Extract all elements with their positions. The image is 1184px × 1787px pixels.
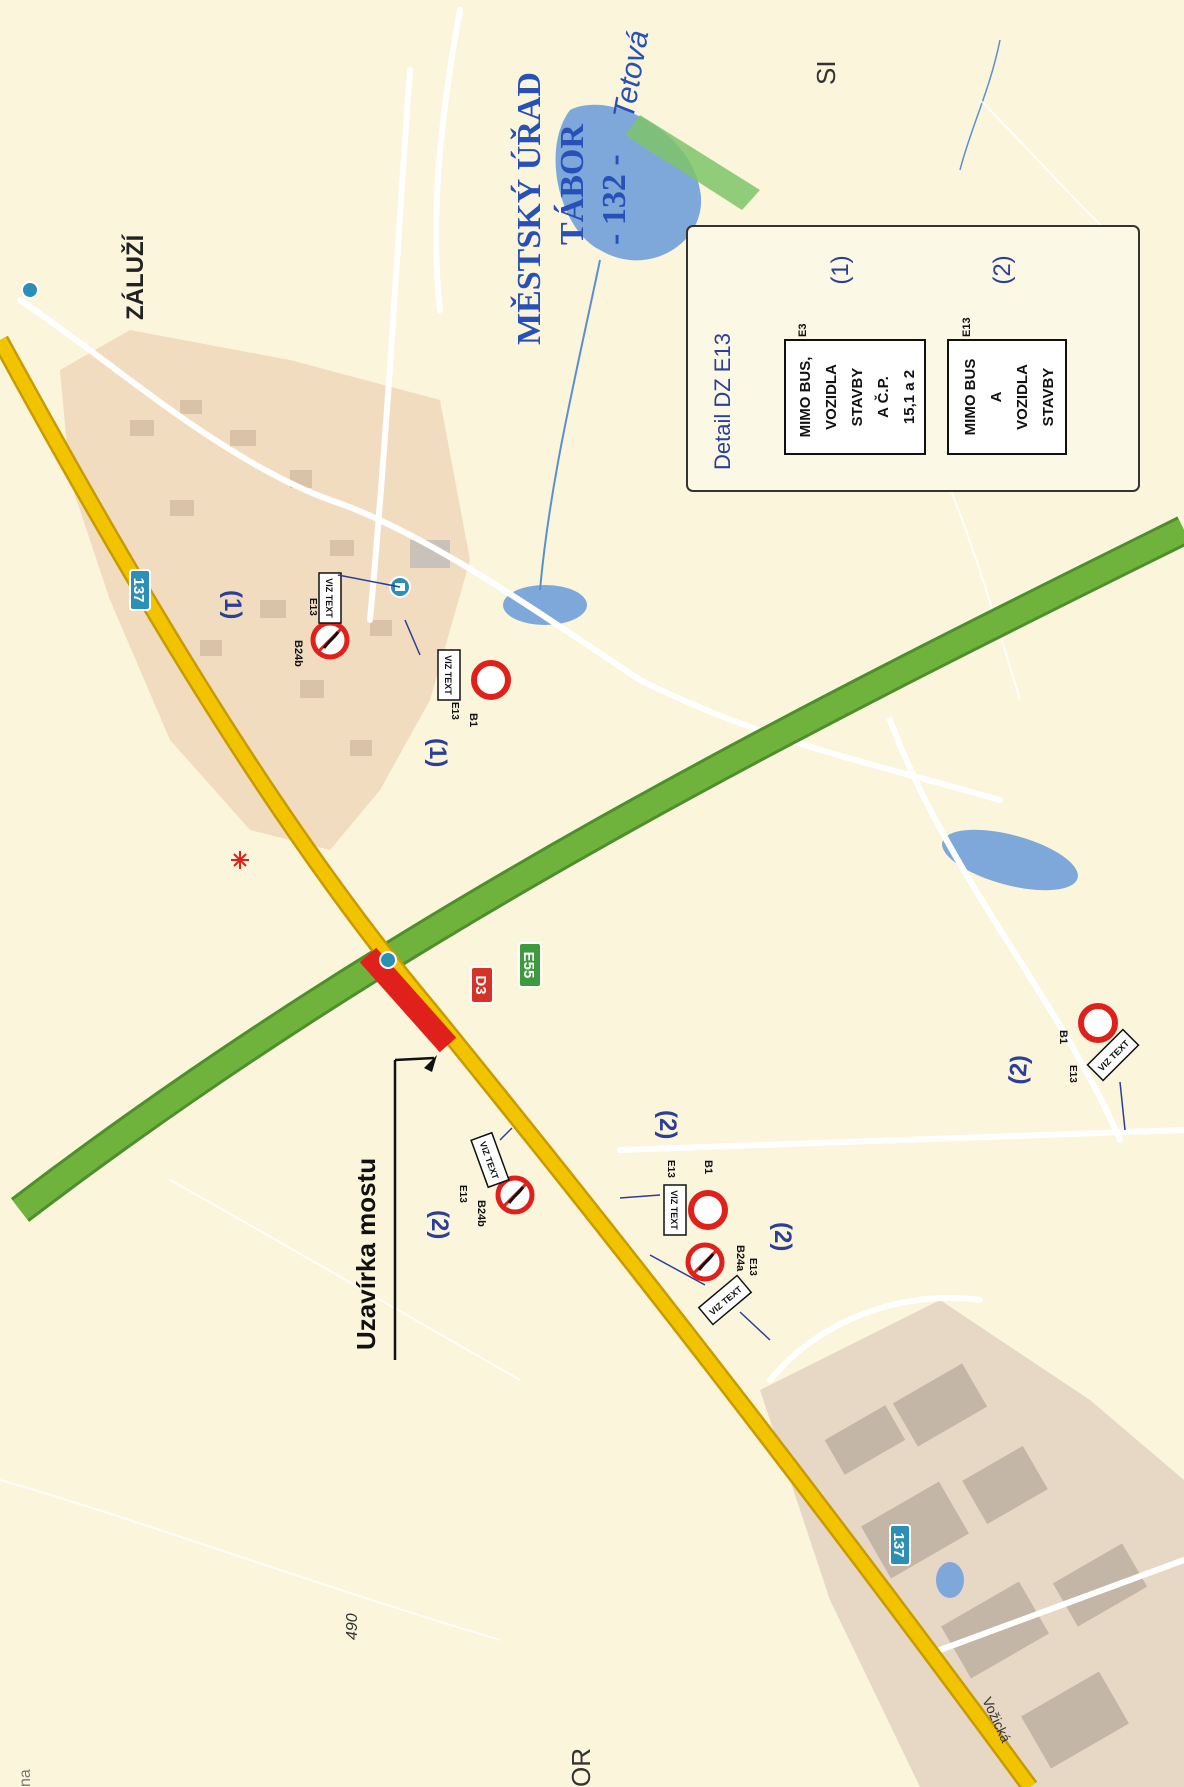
bridge-closure-marker	[359, 947, 457, 1053]
shield-e55: E55	[518, 942, 542, 988]
closure-arrow-tip	[394, 1056, 435, 1062]
shield-d3: D3	[470, 966, 494, 1004]
detail-box-2-line-3: VOZIDLA	[1014, 364, 1031, 430]
leader-line-south-c	[739, 1311, 771, 1341]
sign-code-e13-south-a: E13	[457, 1185, 468, 1203]
detail-box-1-line-5: 15,1 a 2	[901, 370, 918, 424]
detail-box-2-line-4: STAVBY	[1040, 368, 1057, 427]
closure-label: Uzavírka mostu	[351, 1158, 381, 1350]
marker-2-south-b: (2)	[654, 1110, 681, 1139]
shield-137-north: 137	[129, 569, 151, 611]
shield-d3-label: D3	[472, 975, 489, 994]
village-area-zaluzi	[60, 330, 470, 850]
place-name-or-edge: OR	[566, 1748, 596, 1787]
marker-2-east: (2)	[1004, 1054, 1033, 1086]
shield-137-north-label: 137	[130, 577, 147, 602]
motorway-d3-fill	[12, 519, 1184, 1220]
detail-box-1-line-3: STAVBY	[849, 368, 866, 427]
sign-b1-north	[471, 660, 511, 700]
detail-box-2-marker: (2)	[989, 255, 1016, 284]
detail-box-2	[947, 339, 1067, 455]
detail-box-2-line-1: MIMO BUS	[962, 359, 979, 436]
detail-legend: Detail DZ E13 E3 MIMO BUS, VOZIDLA STAVB…	[686, 225, 1140, 492]
sign-code-b1-north: B1	[467, 713, 479, 727]
sign-code-b1-south-road: B1	[702, 1160, 714, 1174]
place-name-na-edge: na	[17, 1769, 34, 1787]
marker-1-north-b: (1)	[424, 738, 451, 767]
minor-roads	[17, 7, 1184, 1653]
detail-box-2-line-2: A	[988, 391, 1005, 402]
sign-viz-text-b24b-north: VIZ TEXT	[318, 572, 342, 624]
stamp-line-3: - 132 -	[596, 154, 633, 245]
shield-e55-label: E55	[520, 952, 537, 979]
sign-code-b24b-north: B24b	[292, 640, 304, 667]
leader-line-north-a	[337, 574, 401, 588]
detail-box-1	[784, 339, 926, 455]
office-stamp: MĚSTSKÝ ÚŘAD TÁBOR - 132 - Tetová	[510, 28, 655, 345]
industrial-buildings	[824, 1363, 1148, 1769]
sign-b24b-south	[495, 1175, 535, 1215]
sign-b1-south-road	[688, 1190, 728, 1230]
sign-code-b24a-south: B24a	[734, 1245, 746, 1272]
sign-code-e13-south-b: E13	[665, 1160, 676, 1178]
stamp-line-1: MĚSTSKÝ ÚŘAD	[510, 72, 548, 345]
detail-box-1-line-4: A Č.P.	[874, 376, 892, 418]
viz-text-label: VIZ TEXT	[669, 1190, 679, 1230]
windmill-icon	[231, 851, 249, 869]
detail-box-1-marker: (1)	[827, 255, 854, 284]
shield-137-south: 137	[889, 1524, 911, 1566]
sign-code-e13-north-b: E13	[449, 702, 460, 720]
detail-legend-title: Detail DZ E13	[710, 333, 735, 470]
pond-industrial	[936, 1562, 964, 1598]
sign-viz-text-b1-north: VIZ TEXT	[437, 649, 461, 701]
poi-icon-bridge	[379, 951, 397, 969]
sign-code-b24b-south: B24b	[475, 1200, 487, 1227]
green-strip	[625, 115, 760, 210]
sign-code-e13-south-c: E13	[747, 1258, 758, 1276]
marker-2-south-a: (2)	[426, 1210, 453, 1239]
stamp-line-2: TÁBOR	[554, 124, 591, 245]
leader-line-north-b	[404, 619, 421, 656]
stream-east	[959, 39, 1001, 171]
detail-box-2-code: E13	[961, 317, 973, 337]
detail-box-1-code: E3	[797, 324, 809, 337]
viz-text-label: VIZ TEXT	[443, 655, 453, 695]
sign-b24b-north	[310, 620, 350, 660]
pond-east	[942, 829, 1078, 891]
pond-small	[503, 585, 587, 625]
detail-box-1-line-2: VOZIDLA	[823, 364, 840, 430]
sign-code-b1-east: B1	[1057, 1030, 1069, 1044]
sign-b1-east	[1078, 1003, 1118, 1043]
place-name-si-edge: SI	[811, 60, 841, 85]
sign-code-e13-east: E13	[1067, 1065, 1078, 1083]
sign-viz-text-b1-south-road: VIZ TEXT	[663, 1184, 687, 1236]
sign-b24a-south	[685, 1242, 725, 1282]
marker-1-north-a: (1)	[219, 590, 246, 619]
shield-137-south-label: 137	[890, 1532, 907, 1557]
sign-code-e13-north-a: E13	[307, 598, 318, 616]
sign-viz-text-b24b-south: VIZ TEXT	[470, 1131, 510, 1189]
viz-text-label: VIZ TEXT	[324, 578, 334, 618]
leader-line-south-d	[649, 1254, 706, 1286]
detail-box-1-line-1: MIMO BUS,	[797, 357, 814, 438]
place-name-zaluzi: ZÁLUŽÍ	[121, 233, 149, 320]
poi-icon-north	[21, 281, 39, 299]
leader-line-south-a	[499, 1127, 513, 1141]
stream	[539, 259, 601, 591]
leader-line-south-b	[619, 1194, 661, 1199]
marker-2-south-c: (2)	[769, 1222, 796, 1251]
village-buildings	[130, 400, 450, 756]
leader-line-east	[1119, 1081, 1126, 1131]
elevation-label: 490	[344, 1613, 361, 1640]
